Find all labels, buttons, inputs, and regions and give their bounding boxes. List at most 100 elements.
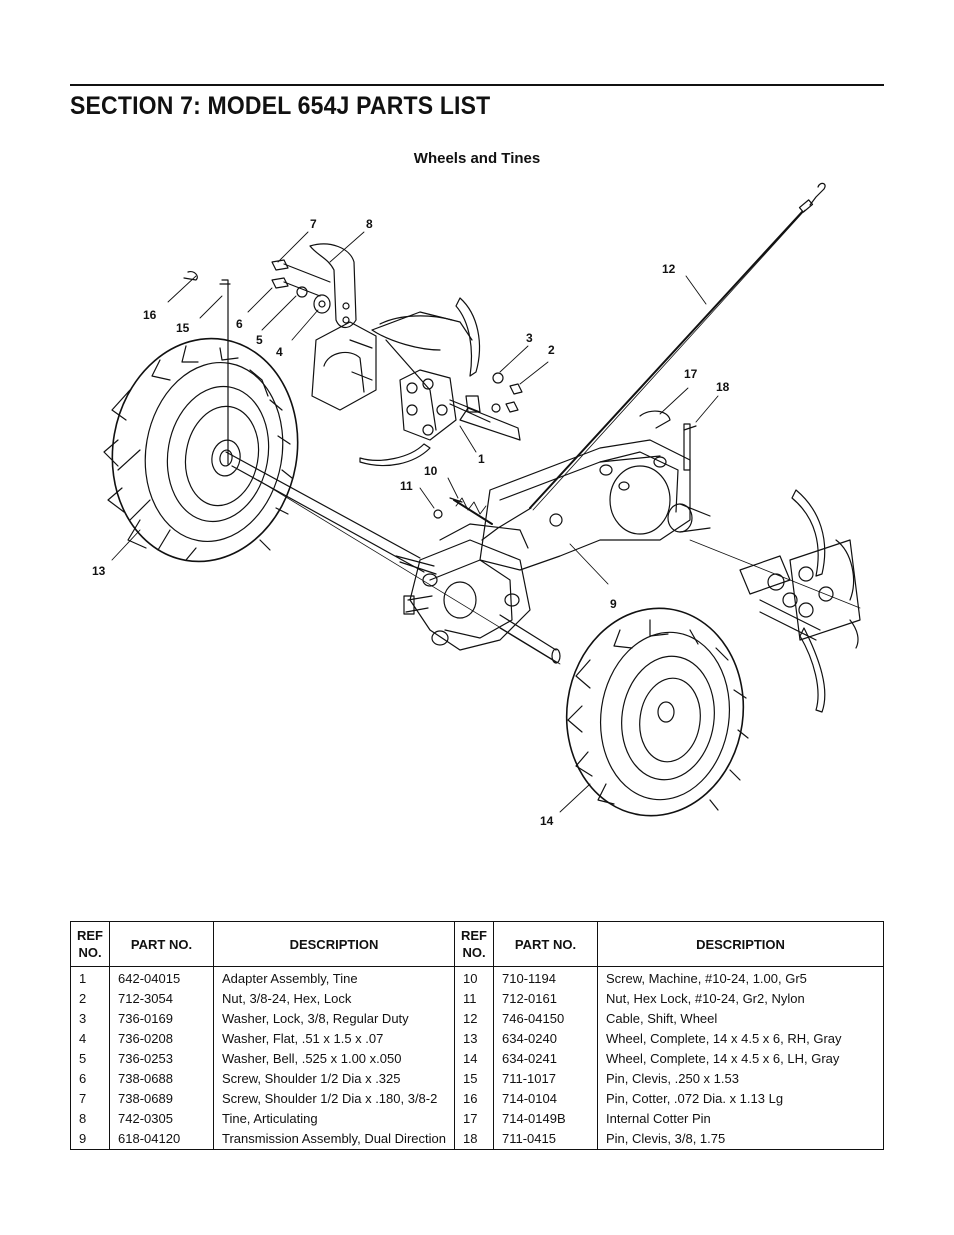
col-description: DESCRIPTION <box>213 921 455 967</box>
transmission-assembly <box>395 439 711 651</box>
description: Nut, 3/8-24, Hex, Lock <box>213 989 455 1009</box>
table-row: 4 736-0208 Washer, Flat, .51 x 1.5 x .07… <box>70 1029 884 1049</box>
table-row: 6 738-0688 Screw, Shoulder 1/2 Dia x .32… <box>70 1069 884 1089</box>
ref-no: 1 <box>70 966 110 989</box>
callout-1: 1 <box>478 452 485 466</box>
description: Wheel, Complete, 14 x 4.5 x 6, RH, Gray <box>597 1029 884 1049</box>
callout-4: 4 <box>276 345 283 359</box>
ref-no: 16 <box>454 1089 494 1109</box>
ref-no: 15 <box>454 1069 494 1089</box>
part-no: 710-1194 <box>493 966 598 989</box>
ref-no: 4 <box>70 1029 110 1049</box>
part-no: 618-04120 <box>109 1129 214 1150</box>
callout-3: 3 <box>526 331 533 345</box>
part-no: 642-04015 <box>109 966 214 989</box>
callout-15: 15 <box>176 321 190 335</box>
callout-14: 14 <box>540 814 554 828</box>
col-part-no: PART NO. <box>109 921 214 967</box>
description: Pin, Clevis, 3/8, 1.75 <box>597 1129 884 1150</box>
description: Tine, Articulating <box>213 1109 455 1129</box>
ref-no: 2 <box>70 989 110 1009</box>
description: Internal Cotter Pin <box>597 1109 884 1129</box>
callout-16: 16 <box>143 308 157 322</box>
part-no: 736-0208 <box>109 1029 214 1049</box>
description: Washer, Bell, .525 x 1.00 x.050 <box>213 1049 455 1069</box>
table-row: 3 736-0169 Washer, Lock, 3/8, Regular Du… <box>70 1009 884 1029</box>
description: Transmission Assembly, Dual Direction <box>213 1129 455 1150</box>
col-part-no-2: PART NO. <box>493 921 598 967</box>
description: Screw, Shoulder 1/2 Dia x .180, 3/8-2 <box>213 1089 455 1109</box>
callout-12: 12 <box>662 262 676 276</box>
callout-numbers: 1 2 3 4 5 6 7 8 9 10 11 12 13 14 15 16 1… <box>92 217 730 828</box>
fasteners <box>271 259 523 423</box>
ref-no: 11 <box>454 989 494 1009</box>
parts-list-table: REF NO. PART NO. DESCRIPTION REF NO. PAR… <box>70 921 884 1150</box>
callout-7: 7 <box>310 217 317 231</box>
part-no: 742-0305 <box>109 1109 214 1129</box>
part-no: 714-0149B <box>493 1109 598 1129</box>
description: Pin, Cotter, .072 Dia. x 1.13 Lg <box>597 1089 884 1109</box>
col-ref-no-2: REF NO. <box>454 921 494 967</box>
description: Wheel, Complete, 14 x 4.5 x 6, LH, Gray <box>597 1049 884 1069</box>
part-no: 714-0104 <box>493 1089 598 1109</box>
pins-and-spring <box>183 271 697 525</box>
header-rule <box>70 84 884 86</box>
callout-9: 9 <box>610 597 617 611</box>
ref-no: 13 <box>454 1029 494 1049</box>
ref-no: 9 <box>70 1129 110 1150</box>
callout-2: 2 <box>548 343 555 357</box>
table-header-row: REF NO. PART NO. DESCRIPTION REF NO. PAR… <box>70 921 884 967</box>
col-description-2: DESCRIPTION <box>597 921 884 967</box>
table-row: 9 618-04120 Transmission Assembly, Dual … <box>70 1129 884 1150</box>
ref-no: 17 <box>454 1109 494 1129</box>
description: Screw, Machine, #10-24, 1.00, Gr5 <box>597 966 884 989</box>
part-no: 634-0241 <box>493 1049 598 1069</box>
table-row: 2 712-3054 Nut, 3/8-24, Hex, Lock 11 712… <box>70 989 884 1009</box>
part-no: 711-0415 <box>493 1129 598 1150</box>
part-no: 634-0240 <box>493 1029 598 1049</box>
callout-leaders <box>111 231 719 813</box>
description: Washer, Lock, 3/8, Regular Duty <box>213 1009 455 1029</box>
callout-8: 8 <box>366 217 373 231</box>
page-title: SECTION 7: MODEL 654J PARTS LIST <box>70 92 491 120</box>
part-no: 738-0689 <box>109 1089 214 1109</box>
part-no: 712-3054 <box>109 989 214 1009</box>
description: Cable, Shift, Wheel <box>597 1009 884 1029</box>
description: Screw, Shoulder 1/2 Dia x .325 <box>213 1069 455 1089</box>
callout-10: 10 <box>424 464 438 478</box>
exploded-parts-diagram: 1 2 3 4 5 6 7 8 9 10 11 12 13 14 15 16 1… <box>92 182 861 828</box>
callout-6: 6 <box>236 317 243 331</box>
right-hand-wheel <box>103 337 299 563</box>
callout-5: 5 <box>256 333 263 347</box>
ref-no: 10 <box>454 966 494 989</box>
table-row: 8 742-0305 Tine, Articulating 17 714-014… <box>70 1109 884 1129</box>
ref-no: 3 <box>70 1009 110 1029</box>
description: Washer, Flat, .51 x 1.5 x .07 <box>213 1029 455 1049</box>
table-row: 5 736-0253 Washer, Bell, .525 x 1.00 x.0… <box>70 1049 884 1069</box>
part-no: 711-1017 <box>493 1069 598 1089</box>
ref-no: 6 <box>70 1069 110 1089</box>
description: Nut, Hex Lock, #10-24, Gr2, Nylon <box>597 989 884 1009</box>
callout-11: 11 <box>400 479 413 493</box>
part-no: 736-0169 <box>109 1009 214 1029</box>
description: Adapter Assembly, Tine <box>213 966 455 989</box>
tine-assembly-left <box>309 243 521 467</box>
part-no: 746-04150 <box>493 1009 598 1029</box>
callout-13: 13 <box>92 564 106 578</box>
callout-18: 18 <box>716 380 730 394</box>
tine-assembly-right <box>739 489 861 713</box>
ref-no: 7 <box>70 1089 110 1109</box>
ref-no: 18 <box>454 1129 494 1150</box>
ref-no: 8 <box>70 1109 110 1129</box>
part-no: 738-0688 <box>109 1069 214 1089</box>
callout-17: 17 <box>684 367 698 381</box>
part-no: 736-0253 <box>109 1049 214 1069</box>
description: Pin, Clevis, .250 x 1.53 <box>597 1069 884 1089</box>
ref-no: 5 <box>70 1049 110 1069</box>
ref-no: 14 <box>454 1049 494 1069</box>
left-hand-wheel <box>565 607 749 817</box>
ref-no: 12 <box>454 1009 494 1029</box>
table-row: 1 642-04015 Adapter Assembly, Tine 10 71… <box>70 966 884 989</box>
part-no: 712-0161 <box>493 989 598 1009</box>
diagram-title: Wheels and Tines <box>413 150 541 167</box>
